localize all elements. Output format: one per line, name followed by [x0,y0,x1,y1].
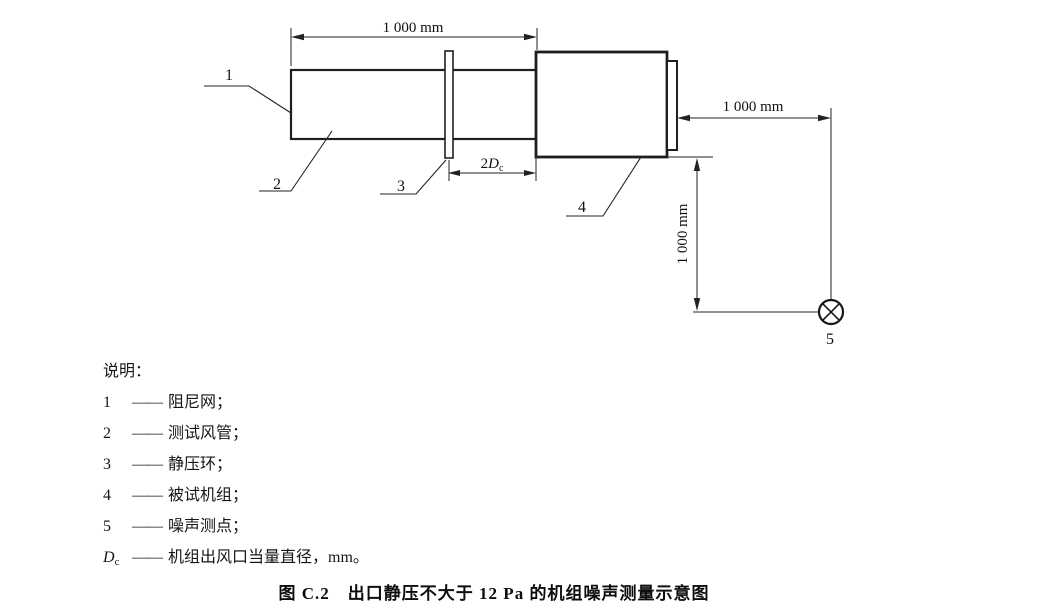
arrowhead-right-icon [818,114,831,122]
legend-num: 5 [103,518,111,535]
legend-dash: —— [132,456,163,473]
part-label-1: 1 [225,67,233,84]
legend-title: 说明： [103,356,369,387]
arrowhead-left-icon [448,170,460,176]
legend-item-3: 3 —— 静压环； [103,449,369,480]
legend-num: 1 [103,394,111,411]
part-label-4: 4 [578,199,586,216]
arrowhead-left-icon [291,33,304,41]
dimension-right [677,108,832,301]
mic-cross-line [822,303,840,321]
dimension-top-text: 1 000 mm [383,20,444,36]
legend-item-1: 1 —— 阻尼网； [103,387,369,418]
legend-item-2: 2 —— 测试风管； [103,418,369,449]
legend-num: 2 [103,425,111,442]
part-label-5: 5 [826,331,834,348]
legend: 说明： 1 —— 阻尼网； 2 —— 测试风管； 3 —— 静压环； 4 —— … [103,356,369,578]
legend-term: 阻尼网； [168,394,233,411]
legend-term: 被试机组； [168,487,249,504]
figure-caption: 图 C.2 出口静压不大于 12 Pa 的机组噪声测量示意图 [278,584,710,603]
arrowhead-right-icon [524,33,537,41]
dimension-2dc-text: 2Dc [481,156,504,174]
legend-dash: —— [132,425,163,442]
test-duct [289,68,539,141]
legend-dash: —— [132,394,163,411]
leader-part2 [259,130,333,192]
unit-under-test [534,50,669,159]
dc-subscript: c [114,556,120,568]
arrowhead-up-icon [693,158,701,171]
legend-num: 4 [103,487,111,504]
dimension-right-text: 1 000 mm [723,99,784,115]
legend-dash: —— [132,549,163,566]
dimension-vertical-text: 1 000 mm [675,203,691,264]
legend-item-dc: Dc —— 机组出风口当量直径，mm。 [103,542,369,578]
unit-outlet [666,60,678,151]
leader-part3 [380,159,447,195]
leader-part1 [204,85,292,114]
legend-item-5: 5 —— 噪声测点； [103,511,369,542]
legend-term: 噪声测点； [168,518,249,535]
legend-term: 测试风管； [168,425,249,442]
legend-dash: —— [132,487,163,504]
legend-title-text: 说明： [103,363,152,380]
part-label-2: 2 [273,176,281,193]
arrowhead-down-icon [693,298,701,311]
legend-num: Dc [103,542,132,578]
arrowhead-right-icon [524,170,536,176]
leader-lines [204,85,642,217]
part-label-3: 3 [397,178,405,195]
static-pressure-ring [444,50,454,159]
arrowhead-left-icon [677,114,690,122]
dc-symbol: D [103,549,115,566]
legend-dash: —— [132,518,163,535]
dimension-top [290,28,538,66]
dimension-vertical [668,156,818,313]
noise-point-icon [817,298,845,326]
leader-part4 [566,156,642,217]
legend-term: 机组出风口当量直径，mm。 [168,549,369,566]
legend-term: 静压环； [168,456,233,473]
dimension-2dc [448,158,537,181]
legend-item-4: 4 —— 被试机组； [103,480,369,511]
legend-num: 3 [103,456,111,473]
